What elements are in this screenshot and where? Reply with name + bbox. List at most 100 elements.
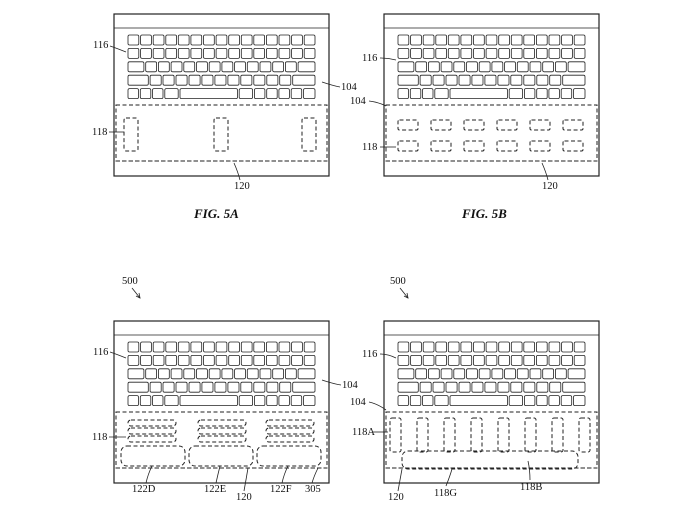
key <box>561 341 573 353</box>
key <box>188 381 201 393</box>
key <box>567 61 586 73</box>
key <box>291 34 303 46</box>
key <box>127 88 139 99</box>
key <box>140 34 152 46</box>
key <box>190 341 203 353</box>
key <box>127 354 140 366</box>
key <box>227 74 240 86</box>
key <box>478 368 491 380</box>
sensor-column-118a <box>524 417 537 453</box>
key <box>397 395 409 407</box>
key <box>573 395 586 407</box>
key <box>179 395 238 407</box>
fig-d-ref-500: 500 <box>390 276 406 287</box>
key <box>561 48 573 59</box>
key <box>523 48 535 59</box>
key <box>548 354 561 366</box>
key <box>292 74 316 86</box>
key <box>278 34 291 46</box>
key <box>422 48 435 59</box>
key <box>140 341 152 353</box>
key <box>240 354 253 366</box>
key <box>139 395 152 407</box>
key <box>127 61 145 73</box>
key <box>478 61 491 73</box>
key <box>498 341 510 353</box>
sensor-pad-118 <box>463 119 485 131</box>
key <box>449 395 508 407</box>
key <box>203 354 215 366</box>
sensor-pad-118 <box>529 119 551 131</box>
key <box>228 341 240 353</box>
key <box>278 48 291 59</box>
key <box>246 61 259 73</box>
fig-c-ref-305: 305 <box>305 484 321 495</box>
key <box>485 354 498 366</box>
fig-c-ref-500: 500 <box>122 276 138 287</box>
key <box>516 61 529 73</box>
key <box>498 354 510 366</box>
sensor-pad-118 <box>562 140 584 152</box>
key <box>238 88 253 99</box>
key <box>498 48 510 59</box>
key <box>497 381 510 393</box>
key <box>484 381 497 393</box>
sensor-pad-118 <box>562 119 584 131</box>
fig-5a-ref-118: 118 <box>92 127 107 138</box>
fig-5a-caption: FIG. 5A <box>193 206 239 221</box>
key <box>127 48 140 59</box>
key <box>165 354 178 366</box>
key <box>422 354 435 366</box>
fig-d-ref-118b: 118B <box>520 482 542 493</box>
key <box>536 341 548 353</box>
key <box>560 88 573 99</box>
key <box>516 368 529 380</box>
fig-5a-ref-104: 104 <box>341 82 358 93</box>
key <box>498 34 510 46</box>
key <box>397 61 415 73</box>
fig-5b-device <box>383 13 600 177</box>
key <box>435 34 447 46</box>
key <box>127 368 145 380</box>
sensor-column-118a <box>497 417 510 453</box>
fig-c-zone-122e <box>188 445 254 467</box>
key <box>127 341 140 353</box>
key <box>240 48 253 59</box>
key <box>139 88 152 99</box>
sensor-bar-118 <box>127 435 177 443</box>
key <box>484 74 497 86</box>
fig-5b-ref-120: 120 <box>542 181 558 192</box>
key <box>266 381 279 393</box>
key <box>445 74 458 86</box>
key <box>290 88 303 99</box>
key <box>215 354 228 366</box>
key <box>278 354 291 366</box>
key <box>410 341 422 353</box>
key <box>162 74 175 86</box>
key <box>278 341 291 353</box>
key <box>510 381 523 393</box>
fig-5b-ref-116: 116 <box>362 53 377 64</box>
key <box>410 48 422 59</box>
key <box>165 48 178 59</box>
key <box>491 61 504 73</box>
key <box>203 341 215 353</box>
key <box>529 61 542 73</box>
key <box>221 368 234 380</box>
key <box>542 368 555 380</box>
key <box>555 368 567 380</box>
key <box>445 381 458 393</box>
fig-5a-device <box>113 13 330 177</box>
key <box>196 368 208 380</box>
key <box>427 368 440 380</box>
key <box>292 381 316 393</box>
key <box>549 381 562 393</box>
key <box>485 34 498 46</box>
key <box>278 88 290 99</box>
key <box>473 354 485 366</box>
key <box>397 341 410 353</box>
key <box>510 48 523 59</box>
key <box>410 354 422 366</box>
key <box>485 341 498 353</box>
key <box>303 34 316 46</box>
